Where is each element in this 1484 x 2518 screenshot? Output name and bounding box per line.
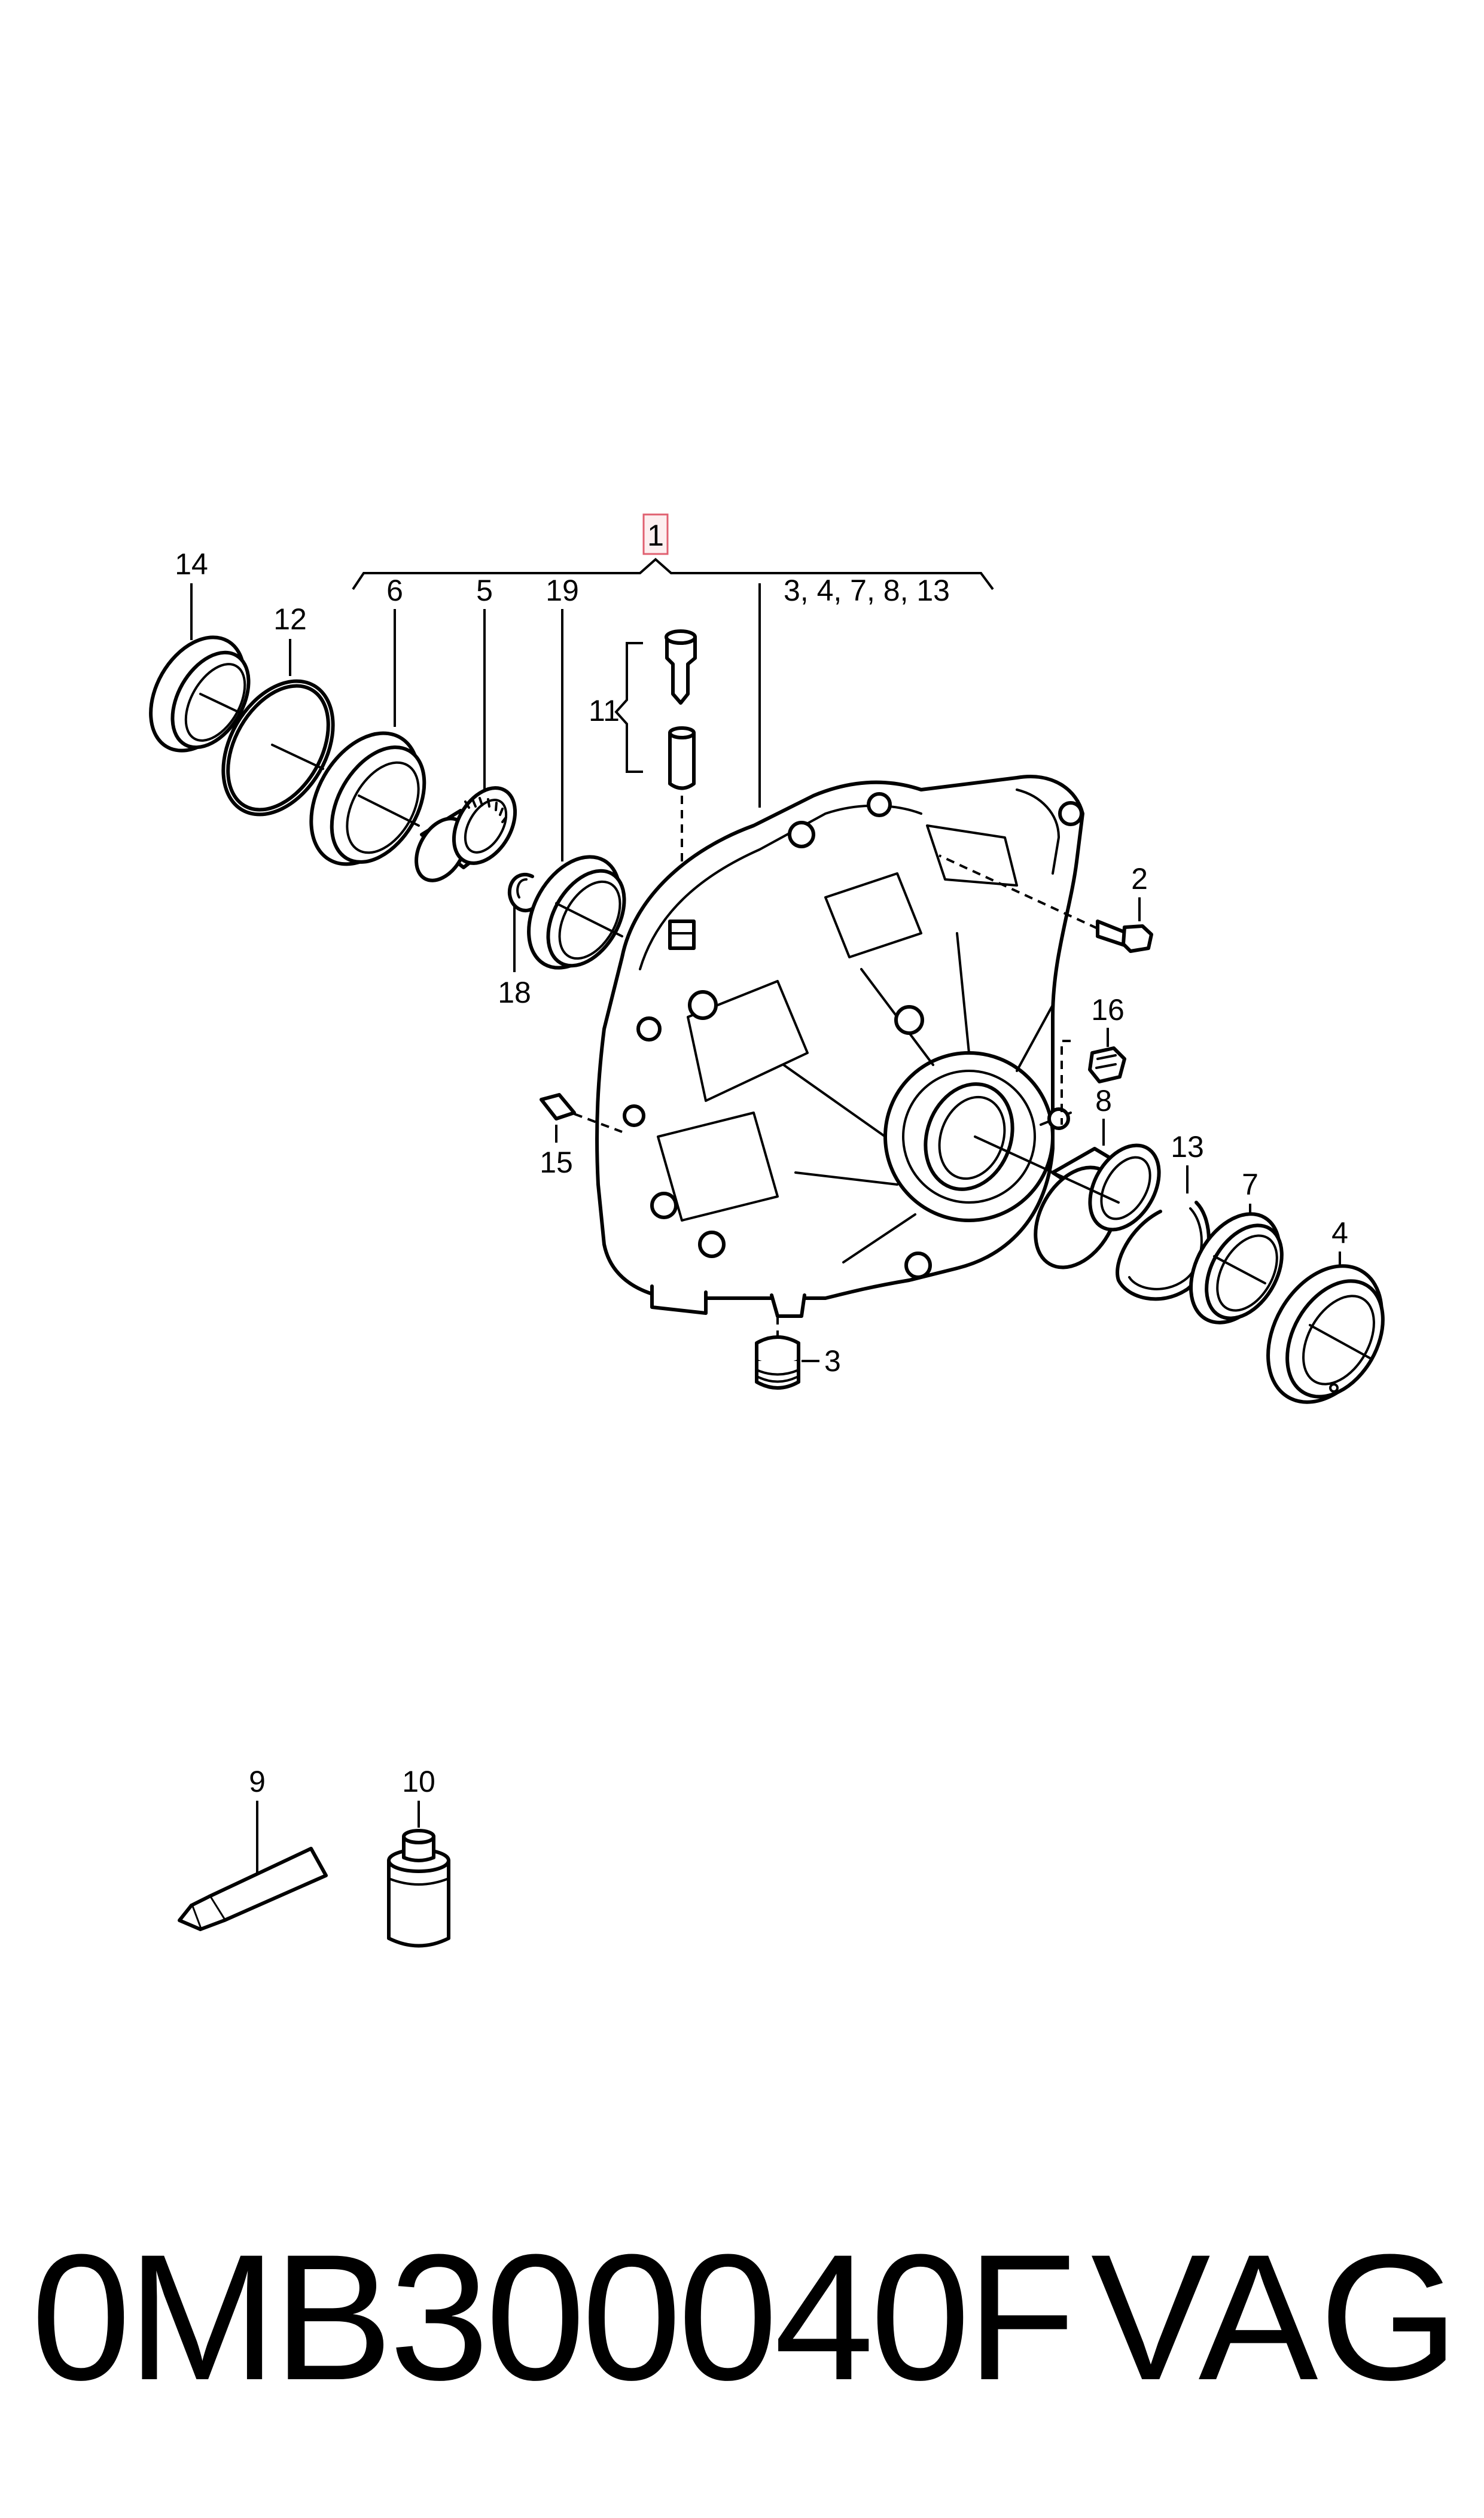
- callout-16[interactable]: 16: [1091, 993, 1125, 1027]
- part-13-circlip[interactable]: [1116, 1201, 1211, 1301]
- part-14-seal[interactable]: [132, 621, 264, 768]
- part-3-drain-plug[interactable]: 3: [755, 1316, 841, 1390]
- part-19-seal[interactable]: [510, 841, 640, 984]
- brand-label: VAG: [1090, 2216, 1460, 2417]
- part-6-bearing-race[interactable]: [289, 714, 443, 883]
- callout-group-right: 3, 4, 7, 8, 13: [784, 574, 950, 607]
- callout-10[interactable]: 10: [402, 1765, 435, 1798]
- part-9-sealant-tube[interactable]: 9: [178, 1765, 328, 1931]
- part-8-roller-bearing[interactable]: [974, 1133, 1173, 1282]
- callout-15[interactable]: 15: [540, 1146, 573, 1179]
- part-16-plug[interactable]: 16: [1061, 993, 1126, 1125]
- part-5-needle-bearing[interactable]: [406, 777, 528, 889]
- part-2-bolt[interactable]: 2: [938, 854, 1153, 953]
- callout-3[interactable]: 3: [824, 1344, 841, 1378]
- callout-7[interactable]: 7: [1242, 1168, 1258, 1201]
- part-11-breather[interactable]: [614, 629, 697, 921]
- callout-8[interactable]: 8: [1095, 1084, 1112, 1118]
- footer: 0MB300040F VAG: [0, 2213, 1484, 2417]
- callout-18[interactable]: 18: [498, 976, 531, 1009]
- callout-13[interactable]: 13: [1171, 1130, 1204, 1164]
- part-4-seal[interactable]: [1245, 1246, 1404, 1422]
- callout-1[interactable]: 1: [642, 513, 669, 555]
- part-number-label: 0MB300040F: [31, 2216, 1076, 2417]
- svg-text:1: 1: [647, 519, 664, 552]
- part-10-oil-bottle[interactable]: 10: [387, 1765, 450, 1948]
- part-12-o-ring[interactable]: [201, 662, 356, 834]
- callout-11[interactable]: 11: [589, 694, 620, 727]
- callout-2[interactable]: 2: [1131, 862, 1148, 896]
- part-1-housing[interactable]: [595, 775, 1084, 1318]
- callout-5[interactable]: 5: [476, 574, 493, 607]
- callout-14[interactable]: 14: [175, 547, 208, 581]
- callout-12[interactable]: 12: [273, 602, 307, 636]
- callout-6[interactable]: 6: [386, 574, 403, 607]
- callout-4[interactable]: 4: [1331, 1216, 1348, 1250]
- callout-19[interactable]: 19: [546, 574, 579, 607]
- group-bracket: [352, 558, 994, 590]
- part-18-circlip[interactable]: [507, 872, 537, 913]
- callout-9[interactable]: 9: [249, 1765, 266, 1798]
- part-15-dowel-pin[interactable]: 15: [540, 1093, 623, 1179]
- part-7-bearing-race[interactable]: [1173, 1198, 1298, 1338]
